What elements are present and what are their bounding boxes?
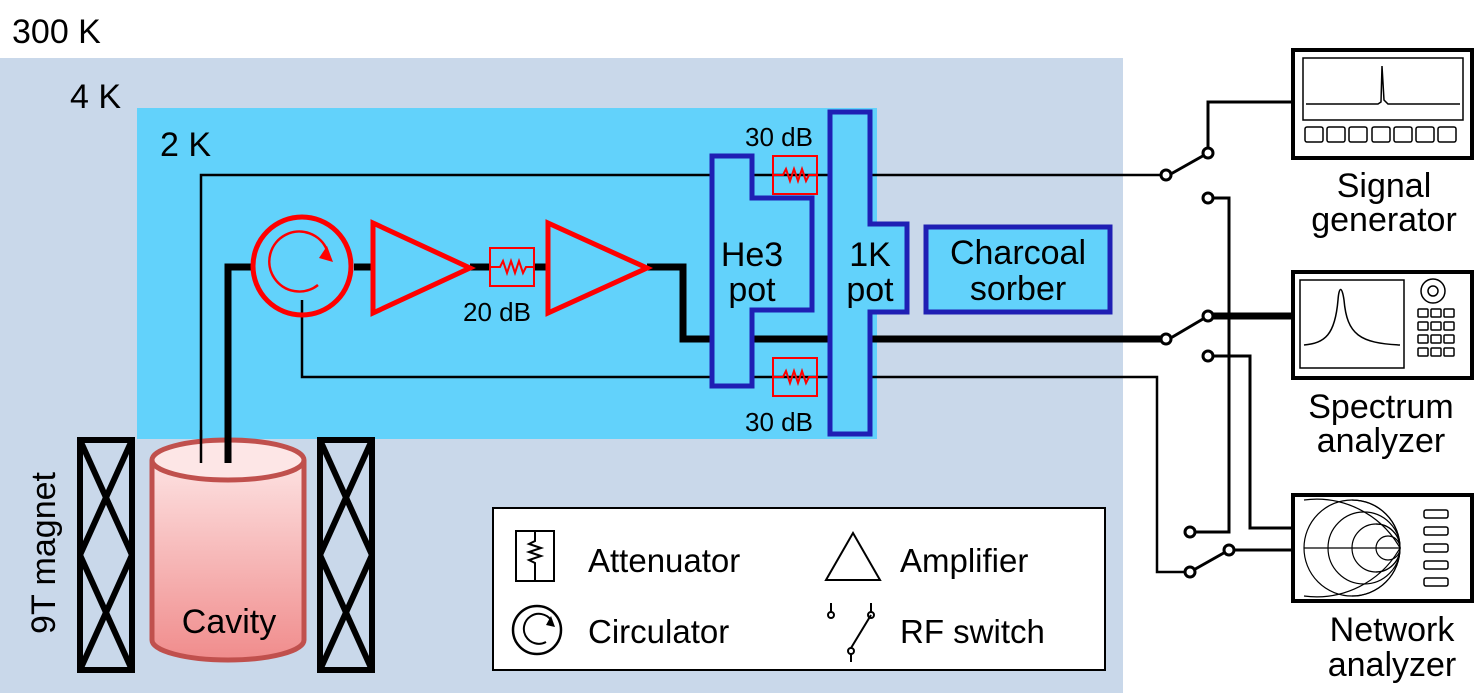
magnet-coil-left: [77, 437, 135, 673]
legend-rf-switch-label: RF switch: [900, 613, 1045, 650]
legend-attenuator-icon: [515, 530, 555, 582]
attenuator-label-bottom: 30 dB: [745, 407, 813, 437]
zone-label-300k: 300 K: [12, 13, 101, 51]
circulator: [250, 214, 354, 318]
attenuator-20db: [489, 247, 535, 287]
signal-generator-label-line2: generator: [1311, 201, 1457, 239]
signal-generator: [1291, 48, 1474, 160]
amplifier-2: [545, 219, 654, 317]
room-temp-wiring: [1168, 100, 1293, 574]
network-analyzer-label-line2: analyzer: [1328, 646, 1457, 684]
spectrum-analyzer-label-line2: analyzer: [1317, 422, 1446, 460]
charcoal-sorber-label-line1: Charcoal: [950, 234, 1086, 272]
legend-circulator-label: Circulator: [588, 613, 729, 650]
onek-pot: [827, 109, 910, 437]
magnet-coil-right: [317, 437, 375, 673]
attenuator-label-top: 30 dB: [745, 122, 813, 152]
legend-attenuator-label: Attenuator: [588, 542, 740, 579]
spectrum-analyzer-label-line1: Spectrum: [1308, 388, 1454, 426]
switch-contacts: [1159, 146, 1236, 579]
zone-label-2k: 2 K: [160, 126, 211, 164]
network-analyzer-label-line1: Network: [1330, 611, 1456, 649]
charcoal-sorber: [923, 224, 1113, 315]
spectrum-analyzer: [1291, 270, 1474, 380]
charcoal-sorber-label-line2: sorber: [970, 270, 1066, 308]
legend-circulator-icon: [511, 604, 563, 656]
cavity-label: Cavity: [182, 603, 276, 641]
signal-generator-label-line1: Signal: [1337, 167, 1432, 205]
onek-pot-label-line1: 1K: [849, 236, 891, 274]
attenuator-30db-bottom: [772, 357, 818, 397]
magnet-label: 9T magnet: [25, 471, 63, 633]
zone-label-4k: 4 K: [70, 78, 121, 116]
legend-amplifier-label: Amplifier: [900, 542, 1028, 579]
legend-amplifier-icon: [824, 530, 882, 581]
legend: Attenuator Amplifier Circulator RF switc…: [492, 507, 1106, 671]
attenuator-30db-top: [772, 155, 818, 195]
amplifier-1: [370, 219, 476, 317]
network-analyzer: [1291, 493, 1474, 603]
he3-pot-label-line1: He3: [721, 236, 783, 274]
attenuator-label-mid: 20 dB: [463, 297, 531, 327]
he3-pot-label-line2: pot: [728, 271, 776, 309]
legend-rf-switch-icon: [827, 603, 875, 662]
onek-pot-label-line2: pot: [846, 271, 894, 309]
he3-pot: [709, 153, 815, 389]
